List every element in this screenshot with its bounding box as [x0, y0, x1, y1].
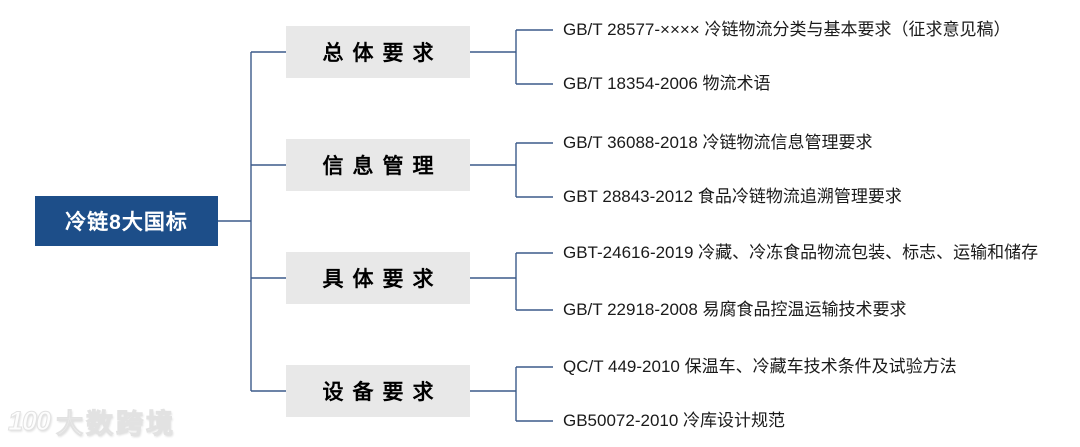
watermark: 100 大数跨境 — [7, 402, 177, 441]
leaf-standard-gbt22918: GB/T 22918-2008 易腐食品控温运输技术要求 — [563, 298, 907, 322]
branch-node-label: 设备要求 — [322, 381, 443, 404]
branch-node-specific-requirements: 具体要求 — [286, 252, 470, 304]
branch-node-label: 信息管理 — [322, 155, 443, 178]
leaf-standard-label: GB/T 36088-2018 冷链物流信息管理要求 — [563, 133, 873, 152]
watermark-logo-icon: 100 — [7, 406, 51, 437]
leaf-standard-gbt24616: GBT-24616-2019 冷藏、冷冻食品物流包装、标志、运输和储存 — [563, 241, 1038, 265]
leaf-standard-label: GB/T 28577-×××× 冷链物流分类与基本要求（征求意见稿） — [563, 20, 1011, 39]
leaf-standard-label: GB/T 18354-2006 物流术语 — [563, 74, 771, 93]
branch-node-label: 总体要求 — [322, 42, 443, 65]
branch-node-information-management: 信息管理 — [286, 139, 470, 191]
leaf-standard-qct449: QC/T 449-2010 保温车、冷藏车技术条件及试验方法 — [563, 355, 957, 379]
branch-node-equipment-requirements: 设备要求 — [286, 365, 470, 417]
leaf-standard-gbt28843: GBT 28843-2012 食品冷链物流追溯管理要求 — [563, 185, 902, 209]
branch-node-overall-requirements: 总体要求 — [286, 26, 470, 78]
leaf-standard-gbt28577: GB/T 28577-×××× 冷链物流分类与基本要求（征求意见稿） — [563, 18, 1010, 42]
leaf-standard-label: GB/T 22918-2008 易腐食品控温运输技术要求 — [563, 300, 907, 319]
watermark-text: 大数跨境 — [56, 409, 177, 440]
root-node-label: 冷链8大国标 — [65, 211, 188, 234]
branch-node-label: 具体要求 — [322, 268, 443, 291]
leaf-standard-gbt36088: GB/T 36088-2018 冷链物流信息管理要求 — [563, 131, 873, 155]
root-node: 冷链8大国标 — [35, 196, 218, 246]
leaf-standard-label: QC/T 449-2010 保温车、冷藏车技术条件及试验方法 — [563, 357, 957, 376]
leaf-standard-gb50072: GB50072-2010 冷库设计规范 — [563, 409, 785, 433]
leaf-standard-label: GB50072-2010 冷库设计规范 — [563, 411, 786, 430]
leaf-standard-label: GBT-24616-2019 冷藏、冷冻食品物流包装、标志、运输和储存 — [563, 243, 1039, 262]
leaf-standard-label: GBT 28843-2012 食品冷链物流追溯管理要求 — [563, 187, 902, 206]
leaf-standard-gbt18354: GB/T 18354-2006 物流术语 — [563, 72, 771, 96]
